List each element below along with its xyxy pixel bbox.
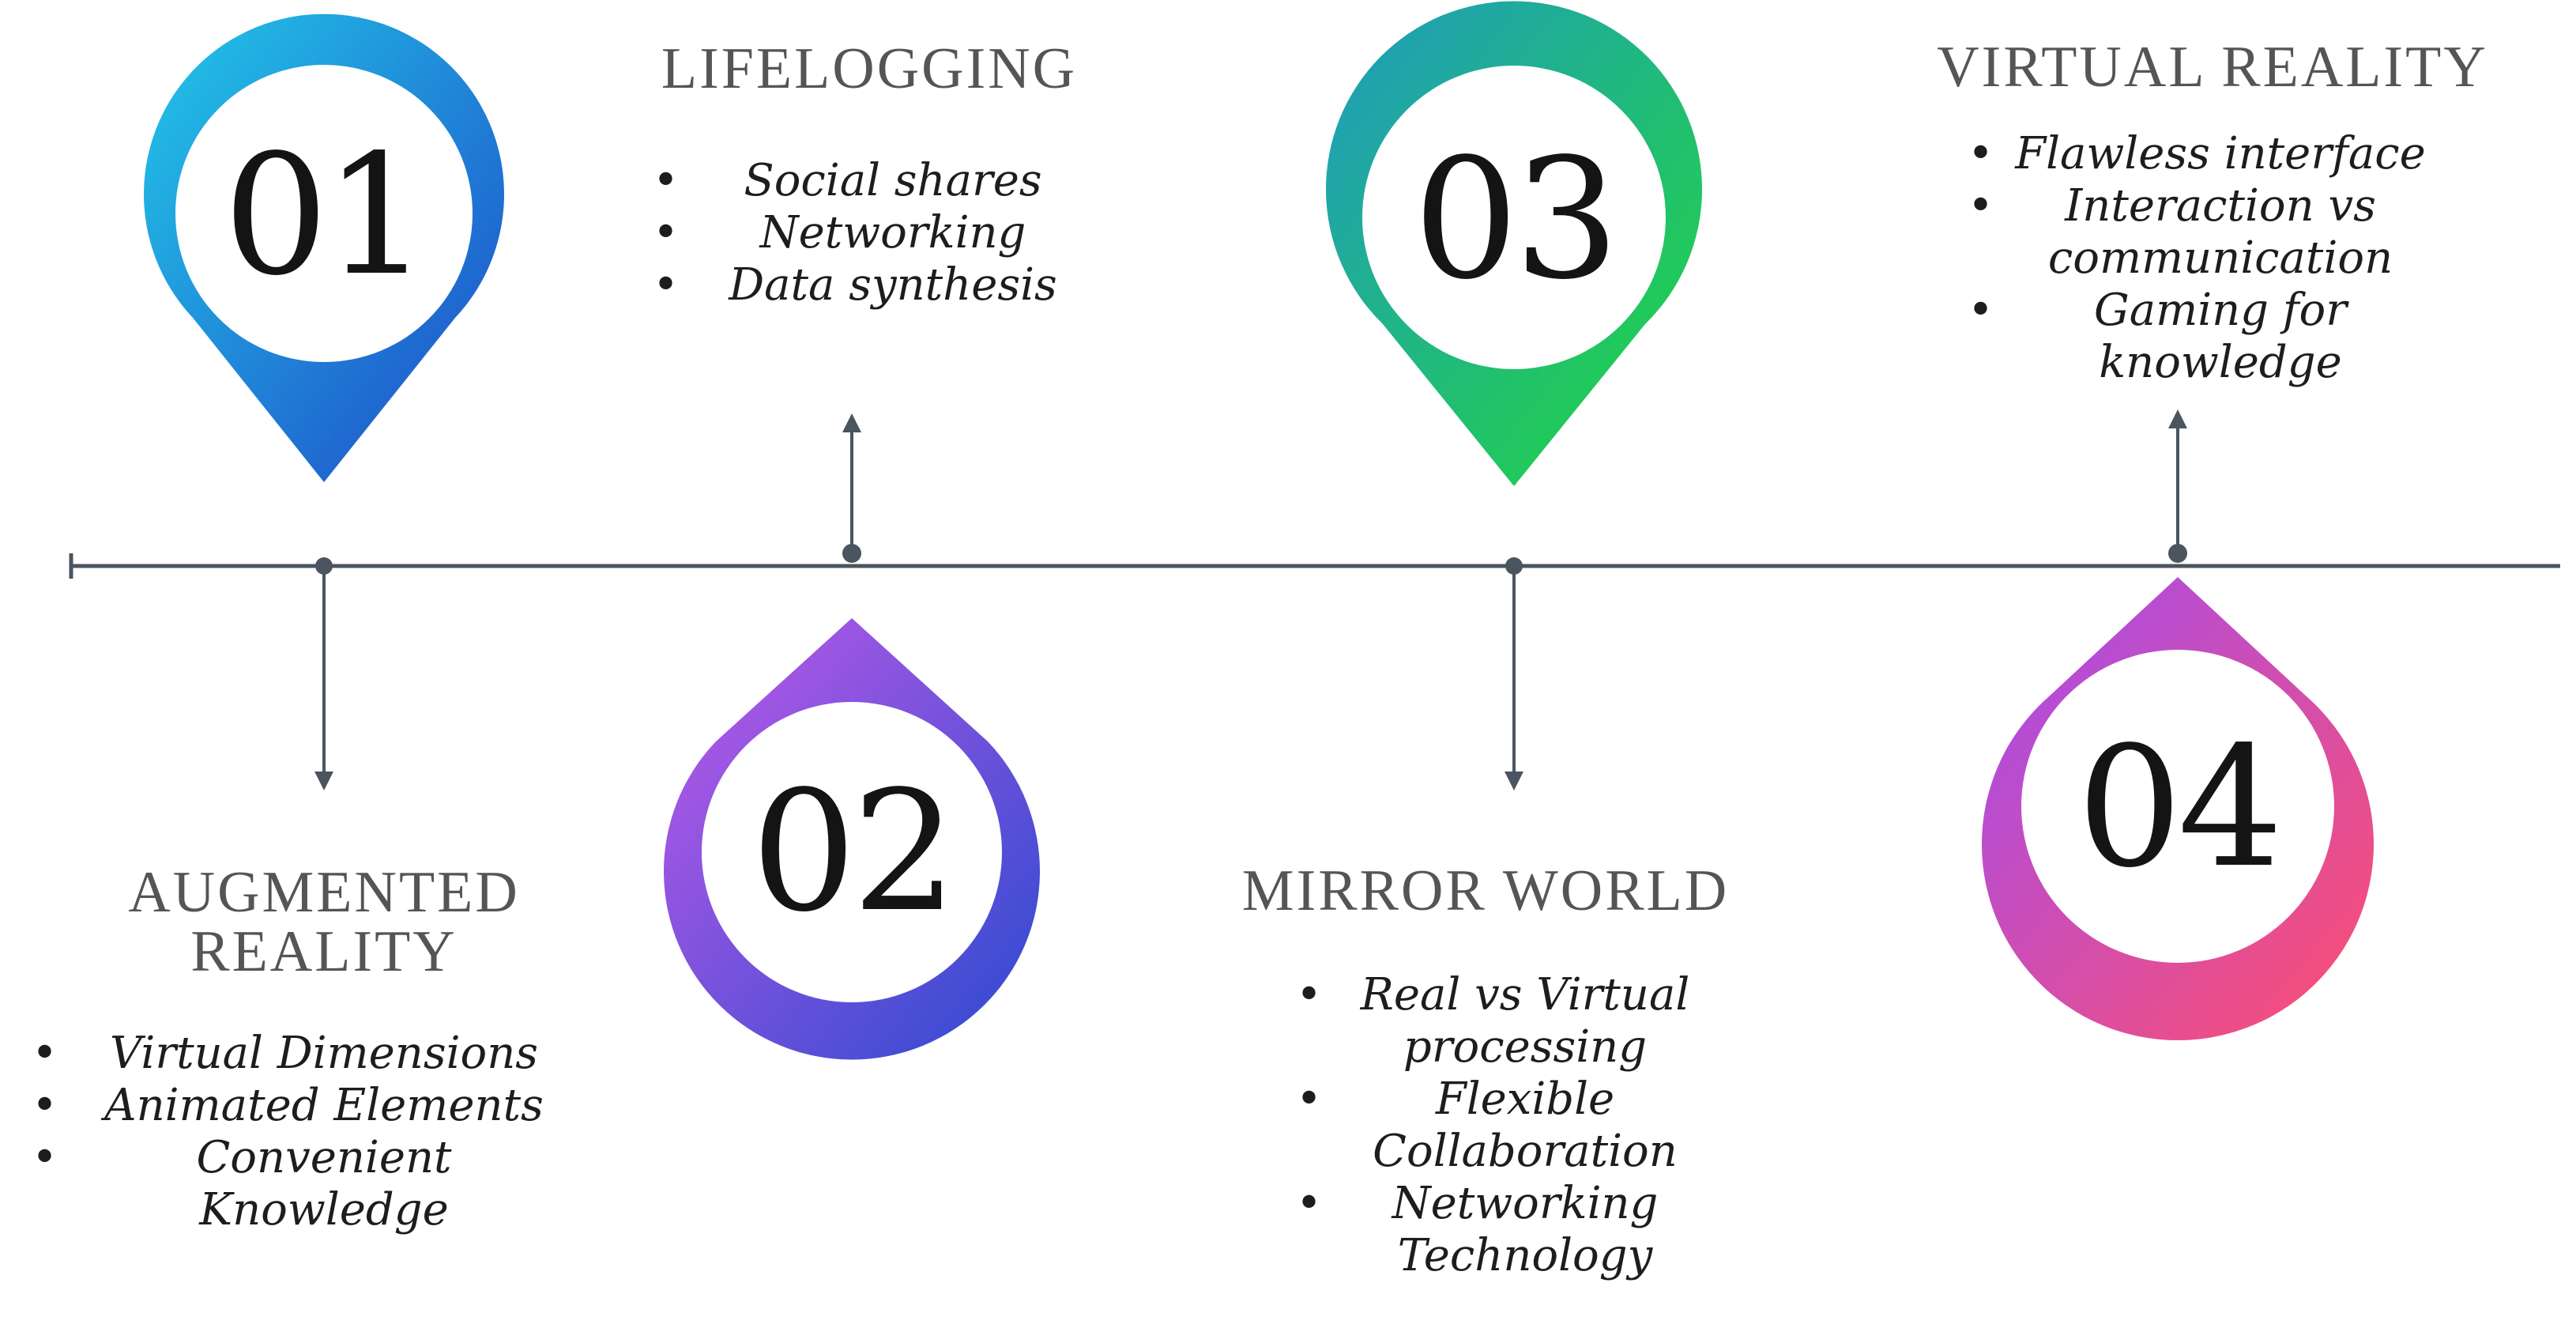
list-item: •Animated Elements	[32, 1080, 544, 1131]
stage-04-list: •Flawless interface •Interaction vs comm…	[1968, 128, 2442, 389]
list-item: •Real vs Virtual processing	[1296, 969, 1690, 1073]
list-item: •Data synthesis	[653, 259, 1057, 311]
connector-02-dot	[842, 544, 861, 563]
pin-03: 03	[1326, 1, 1703, 486]
connector-01-dot	[315, 557, 333, 575]
stage-01-title: AUGMENTED REALITY	[128, 860, 520, 985]
pin-04: 04	[1982, 577, 2374, 1041]
connector-03-dot	[1505, 557, 1523, 575]
stage-02-title: LIFELOGGING	[661, 36, 1078, 101]
stage-03-title: MIRROR WORLD	[1241, 858, 1730, 923]
list-item: •Interaction vs communication	[1968, 180, 2393, 284]
pin-01-number: 01	[223, 119, 424, 312]
pin-01: 01	[143, 13, 505, 482]
pin-02: 02	[664, 618, 1040, 1060]
list-item: •Networking Technology	[1296, 1178, 1659, 1281]
list-item: •Convenient Knowledge	[32, 1132, 452, 1236]
pin-04-number: 04	[2077, 711, 2278, 904]
list-item: •Social shares	[653, 155, 1042, 206]
list-item: •Flexible Collaboration	[1296, 1073, 1678, 1177]
stage-02-list: •Social shares •Networking •Data synthes…	[653, 155, 1090, 311]
list-item: •Gaming for knowledge	[1968, 285, 2348, 388]
list-item: •Virtual Dimensions	[32, 1028, 539, 1079]
pin-02-number: 02	[751, 755, 952, 949]
stage-01-list: •Virtual Dimensions •Animated Elements •…	[32, 1028, 577, 1236]
connector-04-dot	[2168, 544, 2187, 563]
stage-03-list: •Real vs Virtual processing •Flexible Co…	[1296, 969, 1707, 1282]
stage-04-title: VIRTUAL REALITY	[1937, 35, 2488, 100]
list-item: •Flawless interface	[1968, 128, 2426, 179]
list-item: •Networking	[653, 207, 1026, 258]
pin-03-number: 03	[1413, 123, 1614, 316]
